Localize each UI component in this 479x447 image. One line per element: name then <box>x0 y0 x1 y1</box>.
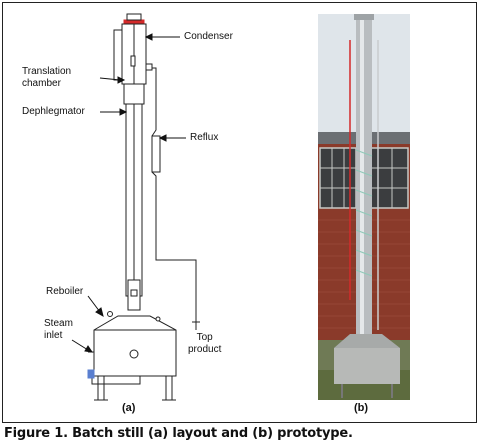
sight-glass <box>129 349 139 359</box>
panel-label-b: (b) <box>354 402 369 414</box>
label-condenser: Condenser <box>184 31 233 42</box>
panel-label-a: (a) <box>122 402 136 414</box>
figure-caption: Figure 1. Batch still (a) layout and (b)… <box>4 426 353 441</box>
label-reboiler: Reboiler <box>46 286 84 297</box>
label-dephlegmator: Dephlegmator <box>22 106 85 117</box>
label-translation-chamber: Translation chamber <box>22 66 72 89</box>
label-top-product: Top product <box>188 332 222 355</box>
reflux-tube <box>151 135 161 173</box>
label-steam-inlet: Steam inlet <box>44 318 73 341</box>
label-reflux: Reflux <box>190 132 219 143</box>
